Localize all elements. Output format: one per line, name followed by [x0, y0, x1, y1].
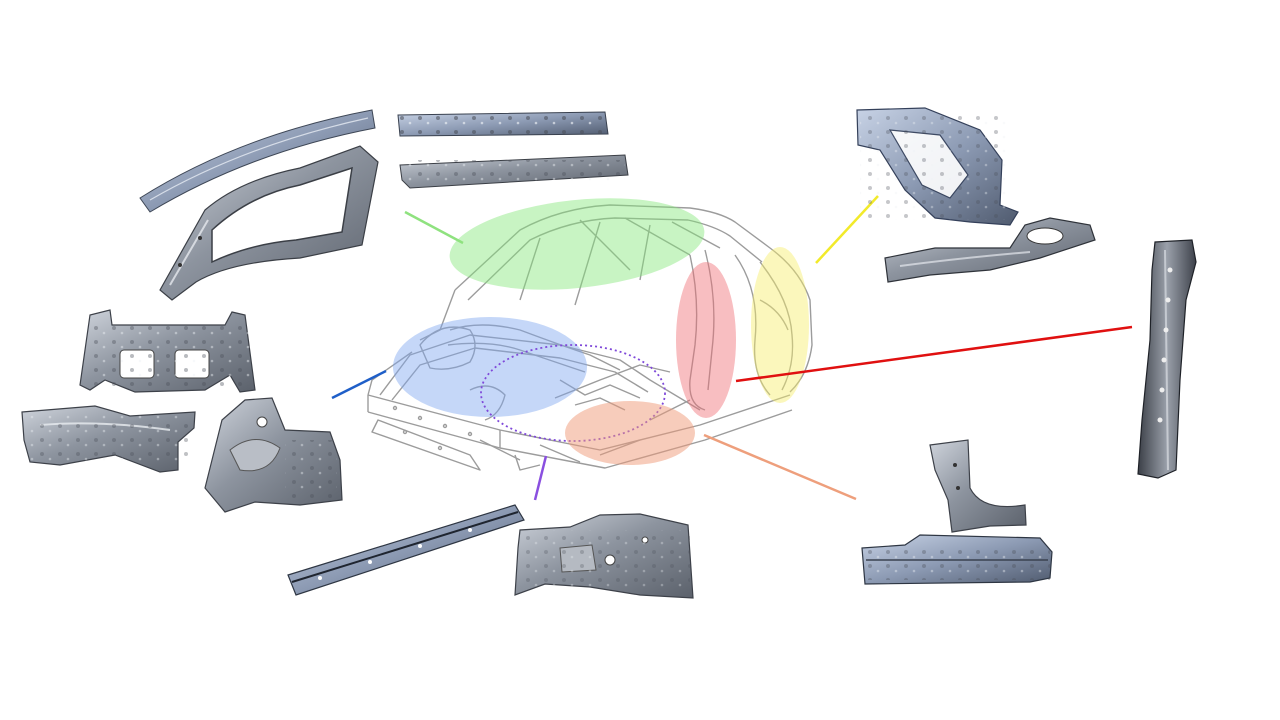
- b-pillar-reinforcement-part-icon: [1137, 239, 1197, 479]
- leader-roof: [404, 210, 464, 245]
- leader-b-pillar: [735, 325, 1133, 383]
- parts-floor-tunnel-group: [287, 504, 694, 599]
- zone-floor-tunnel: [480, 344, 666, 442]
- car-body-group: [367, 198, 813, 471]
- zone-roof: [449, 198, 705, 290]
- shock-tower-part-icon: [204, 397, 343, 513]
- rocker-gusset-part-icon: [929, 439, 1027, 533]
- zone-rocker: [565, 401, 695, 465]
- tunnel-rail-part-icon: [287, 504, 525, 596]
- car-body-in-white-wireframe-icon: [367, 204, 813, 471]
- quarter-inner-panel-part-icon: [856, 107, 1019, 226]
- floor-bracket-part-icon: [514, 513, 694, 599]
- parts-front-structure-group: [21, 309, 343, 513]
- parts-b-pillar-group: [1137, 239, 1197, 479]
- parts-roof-group: [139, 109, 629, 301]
- dash-panel-part-icon: [79, 309, 256, 393]
- a-pillar-rail-part-icon: [139, 109, 376, 213]
- roof-rail-lower-part-icon: [399, 154, 629, 189]
- front-floor-panel-part-icon: [21, 405, 196, 473]
- rocker-panel-part-icon: [861, 534, 1053, 585]
- leader-rocker: [703, 433, 857, 501]
- zone-rear-quarter: [751, 247, 809, 403]
- roof-rail-upper-part-icon: [397, 111, 609, 137]
- leader-floor-tunnel: [533, 455, 548, 501]
- parts-rocker-group: [861, 439, 1053, 585]
- zone-b-pillar: [676, 262, 736, 418]
- parts-rear-quarter-group: [856, 107, 1096, 283]
- side-frame-part-icon: [159, 145, 379, 301]
- rear-side-member-part-icon: [884, 217, 1096, 283]
- leader-front-structure: [331, 369, 387, 400]
- zone-front-structure: [393, 317, 587, 417]
